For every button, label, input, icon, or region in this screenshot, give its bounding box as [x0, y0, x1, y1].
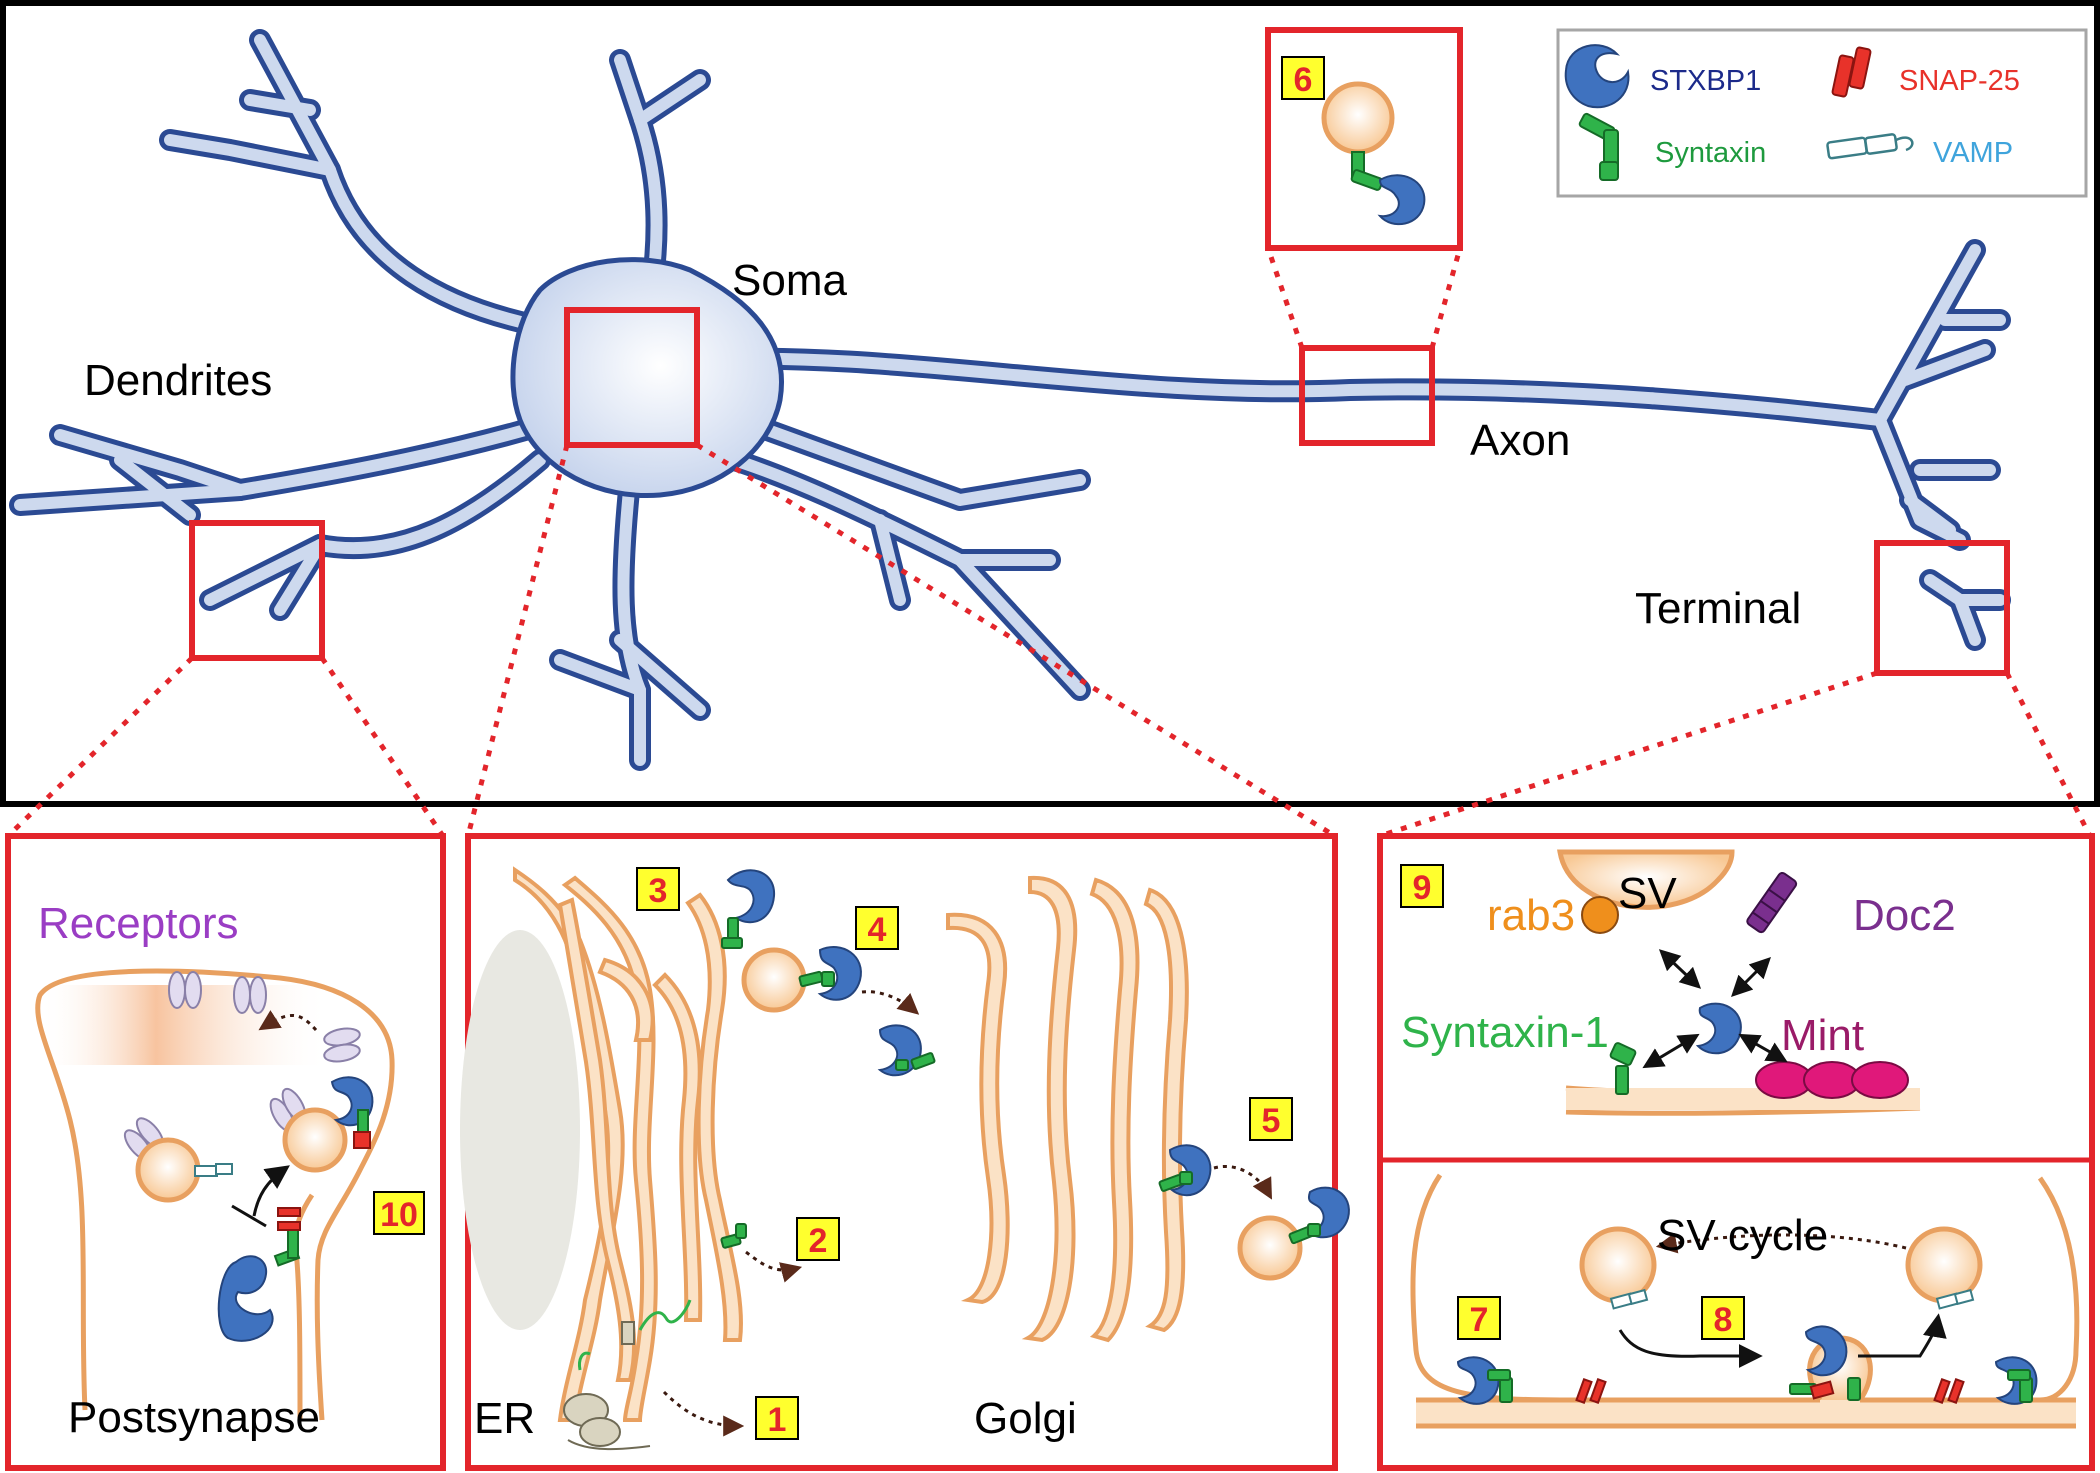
rab3-label: rab3	[1487, 891, 1575, 940]
sv-cycle-illustration	[1410, 1173, 2080, 1429]
golgi-label: Golgi	[974, 1394, 1077, 1443]
terminal-label: Terminal	[1635, 584, 1801, 633]
terminal-panel	[1377, 833, 2095, 1471]
svg-text:9: 9	[1413, 869, 1432, 907]
zoom-connectors	[6, 247, 2093, 839]
svg-text:6: 6	[1294, 61, 1313, 99]
step-badge-10: 10	[373, 1191, 425, 1235]
syntaxin-proteins	[720, 917, 1321, 1249]
golgi-illustration	[946, 875, 1189, 1343]
zoom-box-dendrite	[189, 520, 325, 661]
legend-label-syntaxin: Syntaxin	[1655, 137, 1766, 169]
neuron-body	[9, 29, 2011, 771]
stxbp1-proteins	[726, 869, 1350, 1239]
legend-label-stxbp1: STXBP1	[1650, 65, 1761, 97]
step-badge-5: 5	[1249, 1097, 1293, 1141]
terminal-interactions-illustration	[1557, 849, 1921, 1116]
step-badges: 1 2 3 4 5 6 7 8 9 10	[373, 56, 1745, 1440]
zoom-box-soma	[564, 307, 700, 448]
svg-text:4: 4	[868, 911, 887, 949]
doc2-label: Doc2	[1853, 891, 1956, 940]
mint-label: Mint	[1781, 1011, 1864, 1060]
snap25-helix-icon	[1831, 46, 1872, 98]
svg-text:10: 10	[380, 1196, 418, 1234]
postsynapse-illustration	[35, 968, 395, 1421]
step-badge-7: 7	[1457, 1296, 1501, 1340]
sv-cycle-label: SV cycle	[1657, 1211, 1828, 1260]
step-badge-8: 8	[1701, 1296, 1745, 1340]
svg-text:7: 7	[1470, 1301, 1489, 1339]
doc2-protein	[1746, 871, 1798, 934]
step-badge-6: 6	[1281, 56, 1325, 100]
step-badge-2: 2	[796, 1217, 840, 1261]
syntaxin1-label: Syntaxin-1	[1401, 1008, 1609, 1057]
postsynapse-label: Postsynapse	[68, 1393, 320, 1442]
soma-label: Soma	[732, 256, 847, 305]
legend-label-snap25: SNAP-25	[1899, 65, 2020, 97]
stxbp1-crescent-icon	[1564, 44, 1630, 109]
axon-transport-illustration	[1321, 81, 1426, 225]
axon-label: Axon	[1470, 416, 1570, 465]
step-badge-1: 1	[755, 1396, 799, 1440]
ribosome-illustration	[563, 1299, 692, 1451]
svg-text:3: 3	[649, 872, 668, 910]
step-badge-4: 4	[855, 906, 899, 950]
dendrites-label: Dendrites	[84, 356, 272, 405]
legend-label-vamp: VAMP	[1933, 137, 2013, 169]
legend: STXBP1 SNAP-25 Syntaxin VAMP	[1556, 28, 2088, 198]
sv-label: SV	[1618, 869, 1677, 918]
er-illustration	[460, 866, 743, 1422]
receptors-label: Receptors	[38, 899, 239, 948]
soma-body	[510, 257, 784, 499]
transport-arrows	[662, 990, 1273, 1437]
svg-text:5: 5	[1262, 1102, 1281, 1140]
er-label: ER	[474, 1394, 535, 1443]
step-badge-9: 9	[1400, 864, 1444, 908]
svg-text:1: 1	[768, 1401, 787, 1439]
svg-text:8: 8	[1714, 1301, 1733, 1339]
soma-vesicles	[741, 947, 1303, 1281]
zoom-box-axon	[1299, 345, 1435, 446]
vamp-helix-icon	[1826, 133, 1914, 160]
zoom-box-terminal	[1874, 540, 2010, 676]
syntaxin-helix-icon	[1578, 112, 1619, 181]
svg-text:2: 2	[809, 1222, 828, 1260]
step-badge-3: 3	[636, 867, 680, 911]
